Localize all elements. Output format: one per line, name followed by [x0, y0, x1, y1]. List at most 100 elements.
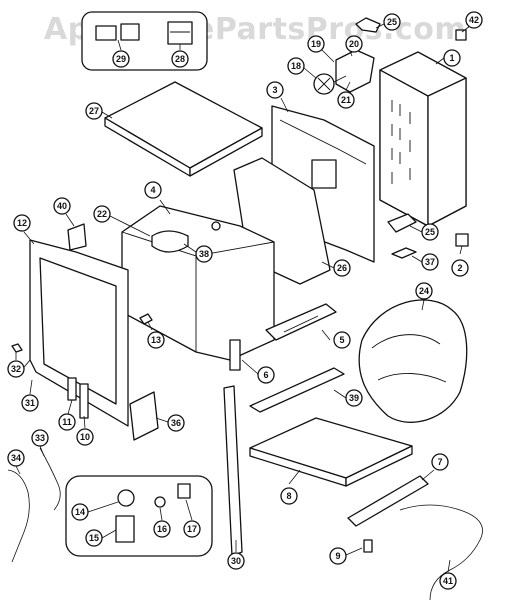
callout-17: 17: [183, 499, 201, 538]
svg-text:4: 4: [150, 185, 155, 195]
callout-34: 34: [7, 449, 25, 475]
part-33-wire: [39, 447, 61, 511]
callout-26: 26: [321, 259, 351, 277]
part-30-trim: [223, 385, 243, 557]
svg-text:31: 31: [25, 398, 35, 408]
svg-text:36: 36: [171, 418, 181, 428]
part-24-insulation: [358, 299, 468, 423]
callout-14: 14: [71, 501, 119, 521]
callout-32: 32: [7, 352, 25, 378]
callout-41: 41: [439, 559, 457, 590]
svg-text:26: 26: [337, 263, 347, 273]
callout-40: 40: [53, 197, 75, 227]
callout-20: 20: [345, 35, 363, 57]
part-5-vent-panel: [265, 303, 337, 341]
callout-22: 22: [93, 205, 151, 237]
svg-text:27: 27: [89, 106, 99, 116]
callout-33: 33: [31, 429, 49, 457]
svg-text:34: 34: [11, 453, 21, 463]
callout-28: 28: [171, 44, 189, 68]
svg-text:42: 42: [469, 15, 479, 25]
callout-3: 3: [266, 81, 289, 113]
callout-4: 4: [144, 181, 171, 215]
callout-10: 10: [76, 415, 94, 446]
callout-25-top: 25: [375, 13, 401, 31]
callout-38: 38: [183, 243, 213, 263]
callout-37: 37: [411, 253, 439, 271]
svg-text:8: 8: [286, 491, 291, 501]
svg-text:5: 5: [339, 335, 344, 345]
part-1-back-panel: [379, 51, 467, 227]
part-41-cord: [399, 504, 483, 600]
part-27-top-panel: [104, 81, 263, 177]
callout-16: 16: [153, 507, 171, 538]
part-2-plate: [455, 233, 469, 247]
svg-text:16: 16: [157, 524, 167, 534]
svg-text:17: 17: [187, 524, 197, 534]
svg-text:6: 6: [263, 370, 268, 380]
svg-text:7: 7: [437, 457, 442, 467]
svg-text:40: 40: [57, 201, 67, 211]
svg-text:3: 3: [272, 85, 277, 95]
callout-21: 21: [337, 81, 355, 109]
svg-text:29: 29: [116, 54, 126, 64]
svg-text:39: 39: [349, 393, 359, 403]
svg-text:12: 12: [17, 218, 27, 228]
callout-5: 5: [321, 329, 351, 349]
callout-8: 8: [280, 469, 301, 505]
part-42-clip: [455, 29, 467, 41]
callout-25-lower: 25: [409, 223, 439, 241]
svg-text:41: 41: [443, 576, 453, 586]
part-40-bracket: [67, 223, 87, 251]
svg-text:32: 32: [11, 364, 21, 374]
svg-text:21: 21: [341, 95, 351, 105]
callout-11: 11: [58, 399, 76, 431]
callout-19: 19: [307, 35, 335, 63]
svg-text:10: 10: [80, 432, 90, 442]
svg-text:28: 28: [175, 54, 185, 64]
part-7-slide: [347, 475, 429, 527]
callout-9: 9: [329, 547, 363, 565]
part-6-piece: [229, 339, 241, 371]
callout-39: 39: [333, 389, 363, 407]
svg-text:25: 25: [387, 17, 397, 27]
part-12-front-frame: [19, 239, 129, 427]
callout-7: 7: [421, 453, 449, 481]
callouts: 1 2 3 4 5 6 7: [7, 11, 483, 590]
callout-18: 18: [287, 57, 317, 79]
callout-1: 1: [435, 49, 461, 67]
svg-text:37: 37: [425, 257, 435, 267]
part-10-strip: [79, 383, 89, 419]
callout-13: 13: [147, 321, 165, 349]
svg-text:24: 24: [419, 286, 429, 296]
svg-text:11: 11: [62, 417, 72, 427]
part-39-rail: [249, 367, 345, 413]
svg-text:38: 38: [199, 249, 209, 259]
callout-30: 30: [227, 540, 245, 570]
svg-text:33: 33: [35, 433, 45, 443]
svg-text:18: 18: [291, 61, 301, 71]
svg-text:2: 2: [457, 263, 462, 273]
part-36-shield: [129, 391, 159, 441]
part-8-drawer-pan: [249, 417, 413, 487]
callout-2: 2: [451, 245, 469, 277]
callout-29: 29: [112, 39, 130, 68]
inset-box-bottom: [65, 475, 213, 557]
callout-12: 12: [13, 214, 35, 245]
part-25-bracket-lower: [387, 213, 417, 233]
svg-text:9: 9: [335, 551, 340, 561]
part-37-clip: [391, 247, 417, 259]
callout-6: 6: [241, 359, 275, 384]
svg-text:25: 25: [425, 227, 435, 237]
part-25-bracket-top: [355, 17, 381, 33]
part-13-screw: [139, 313, 153, 325]
callout-27: 27: [85, 102, 113, 120]
callout-42: 42: [461, 11, 483, 33]
part-11-strip: [67, 377, 77, 401]
svg-text:14: 14: [75, 507, 85, 517]
part-19-20-fan-motor: [313, 49, 375, 95]
part-9-bolt: [363, 539, 373, 553]
svg-text:30: 30: [231, 556, 241, 566]
callout-31: 31: [21, 379, 39, 412]
